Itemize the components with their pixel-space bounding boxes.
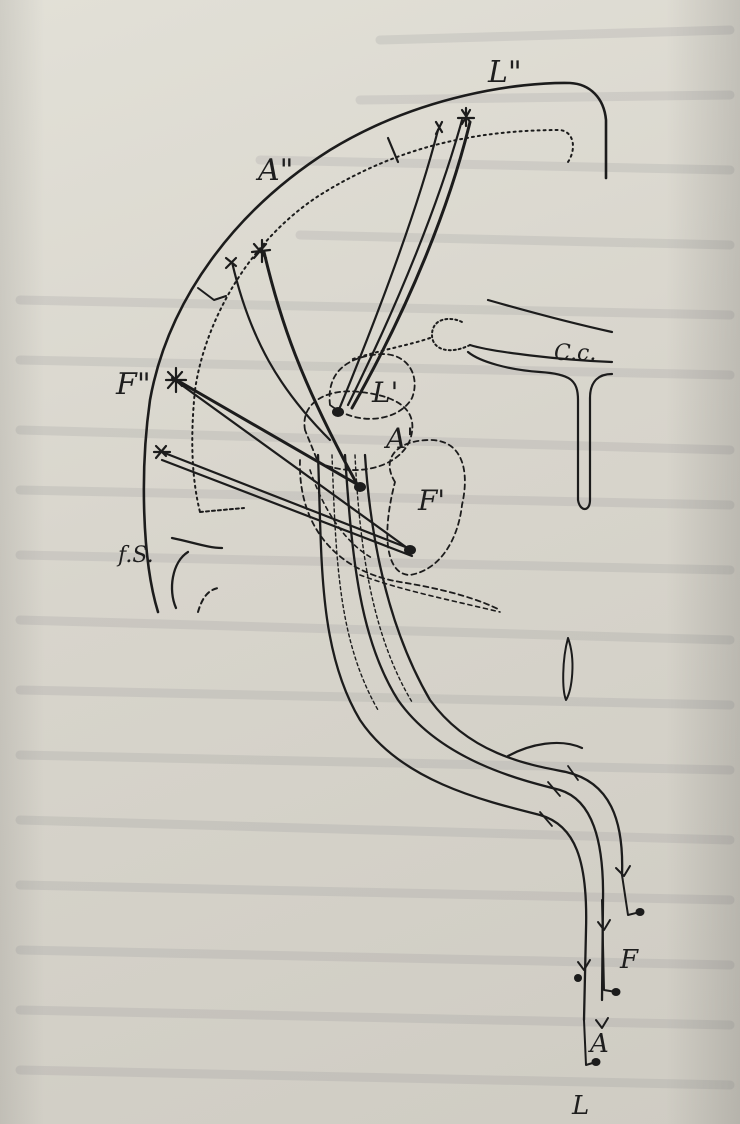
cortex-divider-F-A [198,288,226,300]
central-canal-bulb [432,319,470,350]
fissure-fS-lower [172,552,188,608]
label-A-cortex: A" [255,153,293,188]
projection-F-to-thalamus-d [162,460,412,556]
label-F-nucleus: F' [417,484,445,517]
cortex-inner-dotted-line-lower [192,390,200,512]
projection-F-to-thalamus-c [162,452,408,548]
lower-arc-structure [508,743,582,756]
label-A-nucleus: A' [383,422,414,455]
label-L-root: L [571,1091,589,1121]
label-central-canal: C.c. [554,341,596,366]
tract-F-outer [365,455,622,875]
central-canal-upper-line [488,300,612,332]
root-fiber-A [602,900,616,992]
dashed-fiber-lower [360,575,500,612]
small-loop-structure [563,638,572,700]
projection-A-to-thalamus-a [232,262,330,440]
label-A-root: A [588,1029,609,1059]
label-F-cortex: F" [115,367,151,402]
projection-A-to-thalamus-b [264,252,358,486]
label-L-nucleus: L' [371,376,398,409]
label-fissure-fS: f.S. [116,543,154,568]
cortex-divider-lower [200,508,244,512]
label-F-root: F [619,945,639,975]
tract-A-outer [345,455,603,1000]
central-canal-outline [468,345,612,509]
label-L-cortex: L" [487,55,522,90]
thalamic-cell-bodies [332,407,645,1066]
projection-L-to-thalamus-a [338,130,438,412]
fissure-fS-dashed [198,588,218,612]
fissure-fS [172,538,222,548]
